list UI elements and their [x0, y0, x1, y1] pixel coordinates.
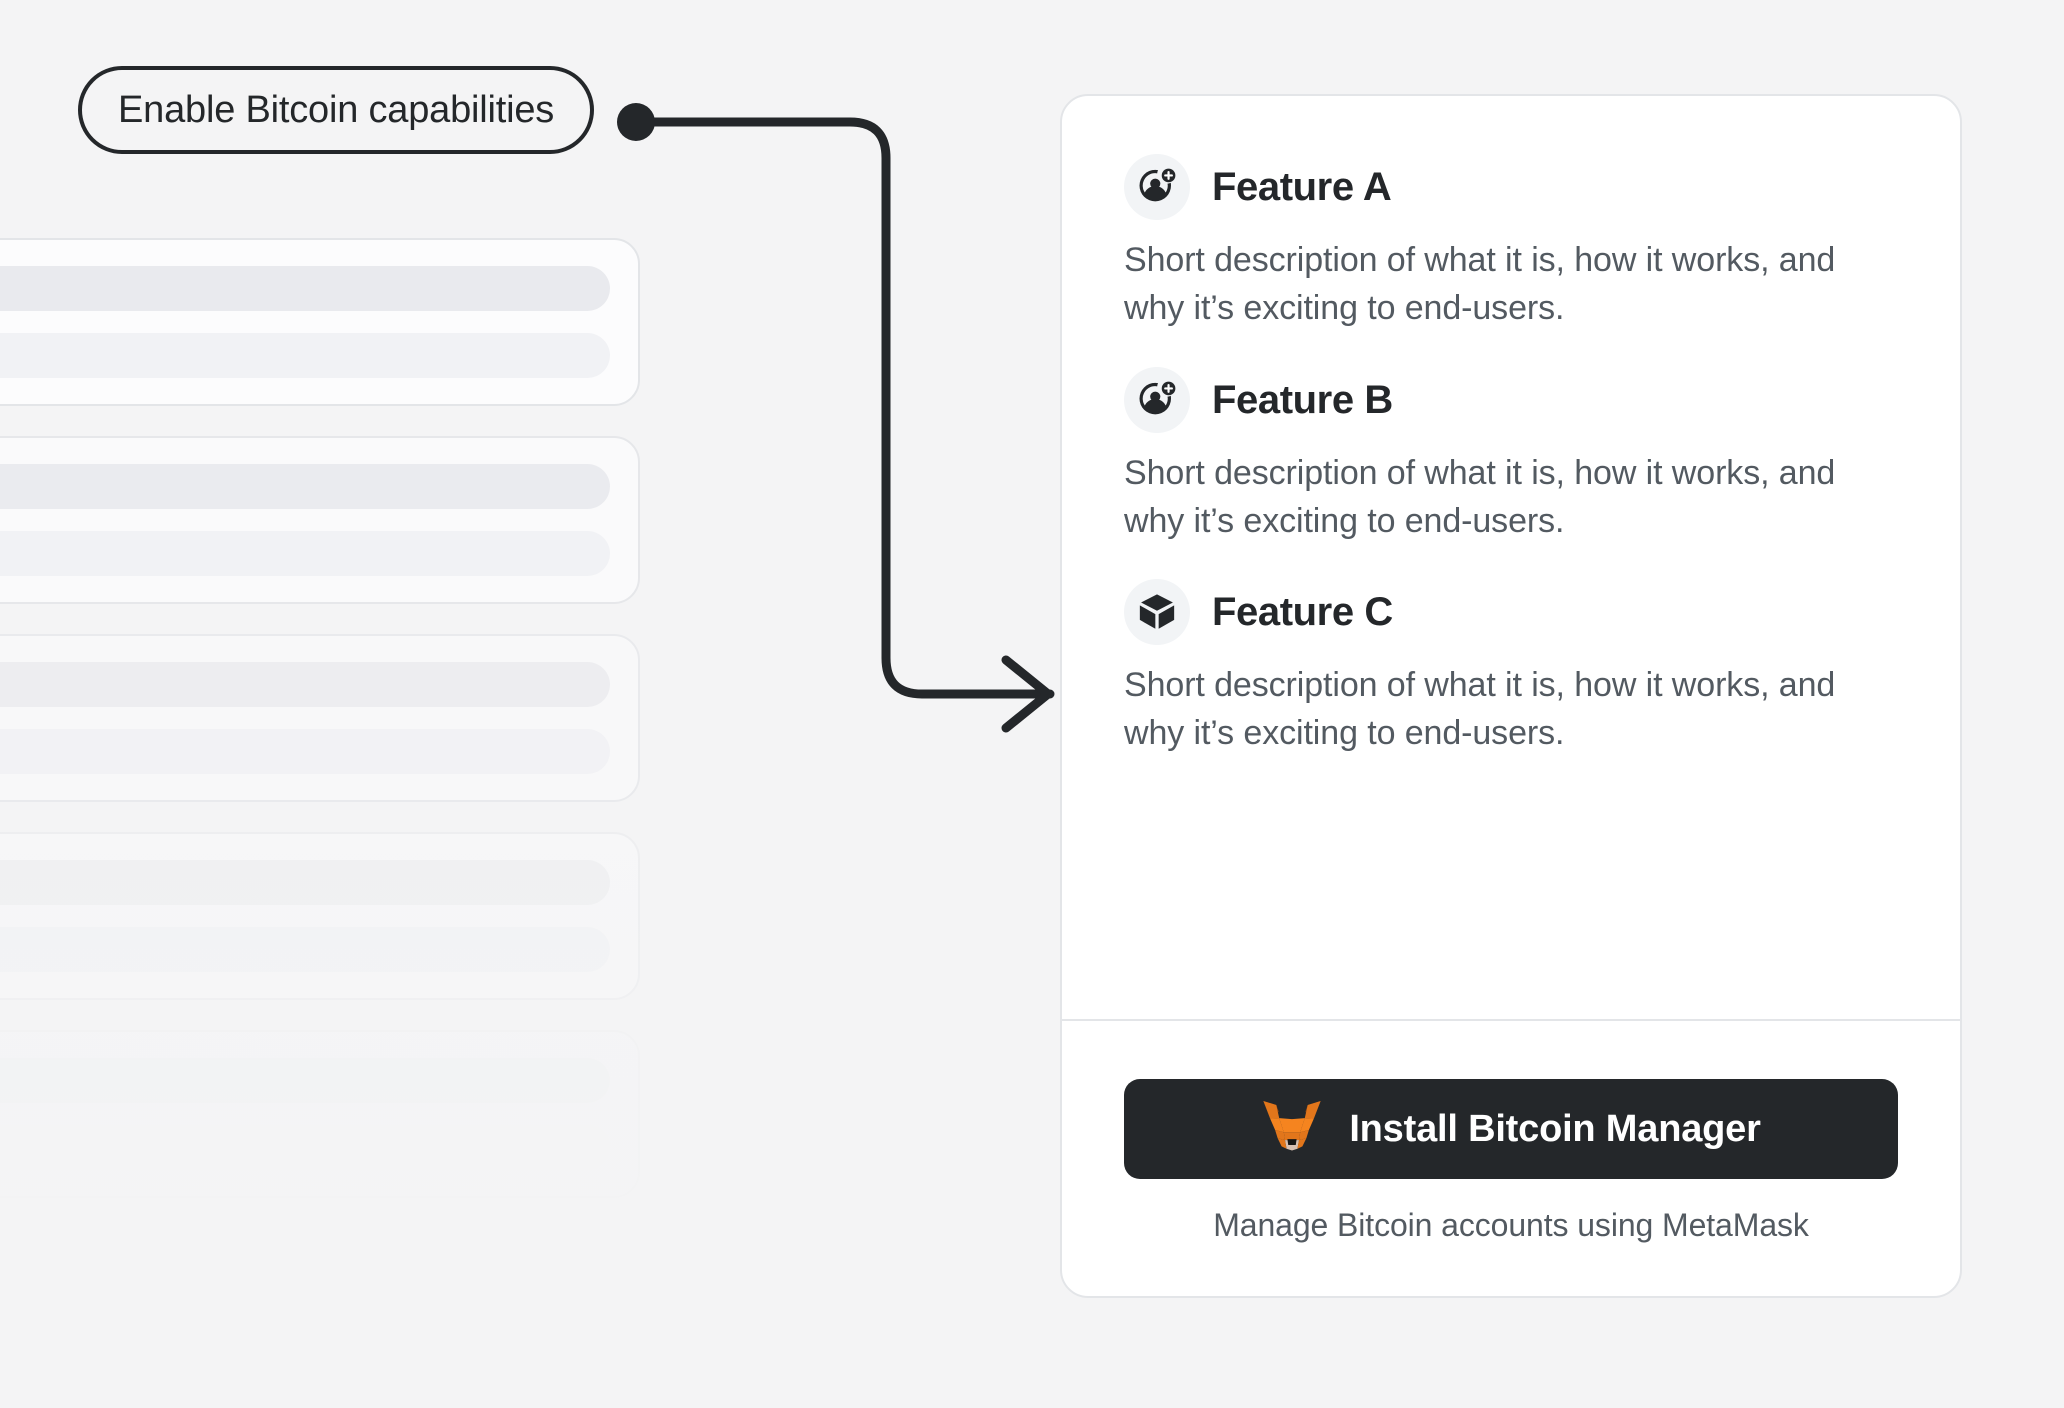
feature-title: Feature C	[1212, 590, 1393, 635]
card-footer: Install Bitcoin Manager Manage Bitcoin a…	[1062, 1021, 1960, 1296]
skeleton-bar-secondary	[0, 927, 610, 972]
skeleton-card	[0, 832, 640, 1000]
feature-header: Feature B	[1124, 366, 1898, 433]
skeleton-bar-primary	[0, 1058, 610, 1103]
skeleton-card	[0, 634, 640, 802]
skeleton-bar-primary	[0, 464, 610, 509]
metamask-fox-icon	[1261, 1100, 1323, 1158]
skeleton-bar-primary	[0, 662, 610, 707]
skeleton-bar-secondary	[0, 729, 610, 774]
skeleton-bar-secondary	[0, 1125, 610, 1170]
feature-card: Feature A Short description of what it i…	[1060, 94, 1962, 1298]
cube-icon	[1124, 579, 1190, 646]
skeleton-card	[0, 238, 640, 406]
background-placeholder-list	[0, 238, 640, 1408]
user-circle-add-icon	[1124, 366, 1190, 433]
connector-dot-icon	[617, 103, 655, 141]
connector-elbow-path	[635, 117, 1055, 699]
skeleton-bar-secondary	[0, 333, 610, 378]
skeleton-bar-primary	[0, 860, 610, 905]
feature-item: Feature A Short description of what it i…	[1124, 154, 1898, 333]
install-bitcoin-manager-button[interactable]: Install Bitcoin Manager	[1124, 1079, 1898, 1179]
feature-description: Short description of what it is, how it …	[1124, 453, 1836, 540]
feature-item: Feature C Short description of what it i…	[1124, 579, 1898, 758]
skeleton-card	[0, 1030, 640, 1198]
skeleton-bar-primary	[0, 266, 610, 311]
callout-label-text: Enable Bitcoin capabilities	[118, 88, 555, 131]
feature-title: Feature A	[1212, 165, 1392, 209]
footer-caption: Manage Bitcoin accounts using MetaMask	[1213, 1207, 1809, 1243]
skeleton-bar-secondary	[0, 531, 610, 576]
feature-item: Feature B Short description of what it i…	[1124, 366, 1898, 546]
callout-label[interactable]: Enable Bitcoin capabilities	[78, 66, 595, 154]
feature-header: Feature A	[1124, 154, 1898, 220]
feature-list: Feature A Short description of what it i…	[1062, 96, 1960, 1019]
feature-description: Short description of what it is, how it …	[1124, 241, 1836, 328]
arrow-right-icon	[1001, 655, 1053, 733]
feature-description: Short description of what it is, how it …	[1124, 666, 1836, 753]
user-circle-add-icon	[1124, 154, 1190, 220]
install-button-label: Install Bitcoin Manager	[1349, 1107, 1761, 1150]
card-divider	[1062, 1019, 1960, 1021]
feature-title: Feature B	[1212, 377, 1393, 422]
skeleton-card	[0, 436, 640, 604]
feature-header: Feature C	[1124, 579, 1898, 646]
